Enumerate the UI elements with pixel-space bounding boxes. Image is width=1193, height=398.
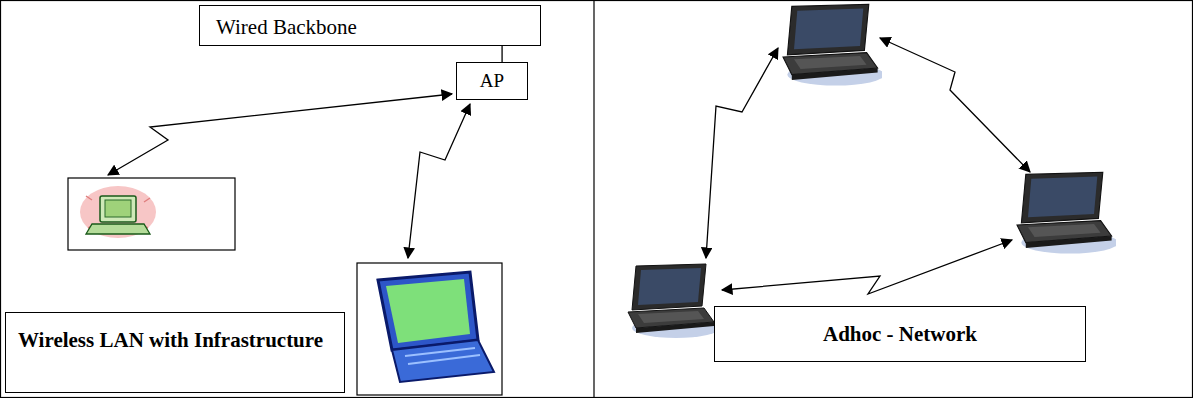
access-point-box: AP [456, 62, 528, 100]
laptop-icon [783, 4, 884, 85]
laptop-icon [628, 264, 720, 338]
wired-link [501, 46, 502, 62]
wireless-link [108, 38, 1030, 294]
node-label: Adhoc - Network [723, 321, 1077, 347]
backbone-box: Wired Backbone [199, 5, 541, 46]
divider [593, 0, 594, 398]
node-label: AP [461, 69, 523, 93]
caption-box: Adhoc - Network [714, 306, 1086, 362]
laptop-picture [357, 263, 502, 395]
laptop-icon [1017, 172, 1118, 253]
desktop-picture [68, 178, 235, 250]
node-label: Wireless LAN with Infrastructure [18, 327, 334, 353]
node-label: Wired Backbone [216, 14, 540, 40]
caption-box: Wireless LAN with Infrastructure [5, 312, 345, 393]
